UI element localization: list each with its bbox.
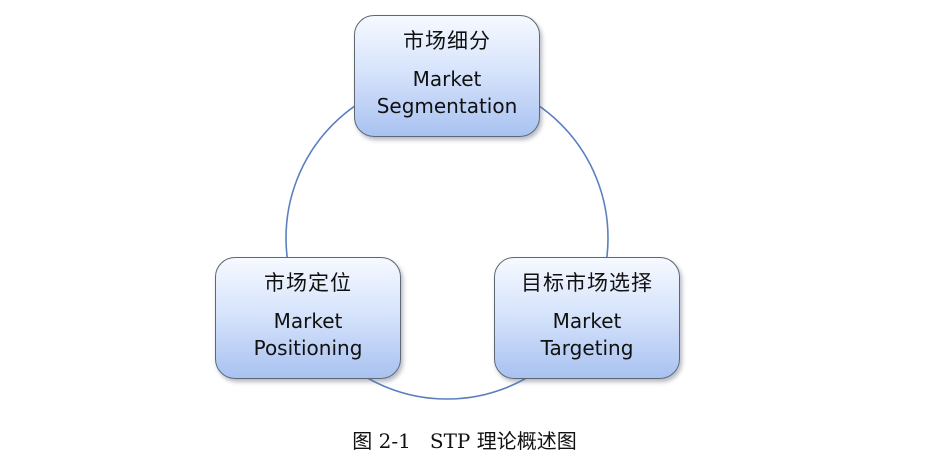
node-top-en-line1: Market [412, 67, 482, 91]
node-market-positioning: 市场定位 Market Positioning [215, 257, 401, 379]
node-left-en-line2: Positioning [253, 336, 363, 360]
node-market-targeting: 目标市场选择 Market Targeting [494, 257, 680, 379]
node-left-zh-label: 市场定位 [264, 271, 352, 295]
node-market-segmentation: 市场细分 Market Segmentation [354, 15, 540, 137]
node-right-en-line2: Targeting [540, 336, 634, 360]
node-top-en-line2: Segmentation [376, 94, 518, 118]
node-right-en-line1: Market [552, 309, 622, 333]
figure-caption: 图 2-1 STP 理论概述图 [352, 429, 577, 453]
node-left-en-label: Market Positioning [216, 308, 400, 362]
node-right-zh-label: 目标市场选择 [521, 271, 653, 295]
node-top-zh-label: 市场细分 [403, 29, 491, 53]
node-left-en-line1: Market [273, 309, 343, 333]
node-right-en-label: Market Targeting [495, 308, 679, 362]
node-top-en-label: Market Segmentation [355, 66, 539, 120]
